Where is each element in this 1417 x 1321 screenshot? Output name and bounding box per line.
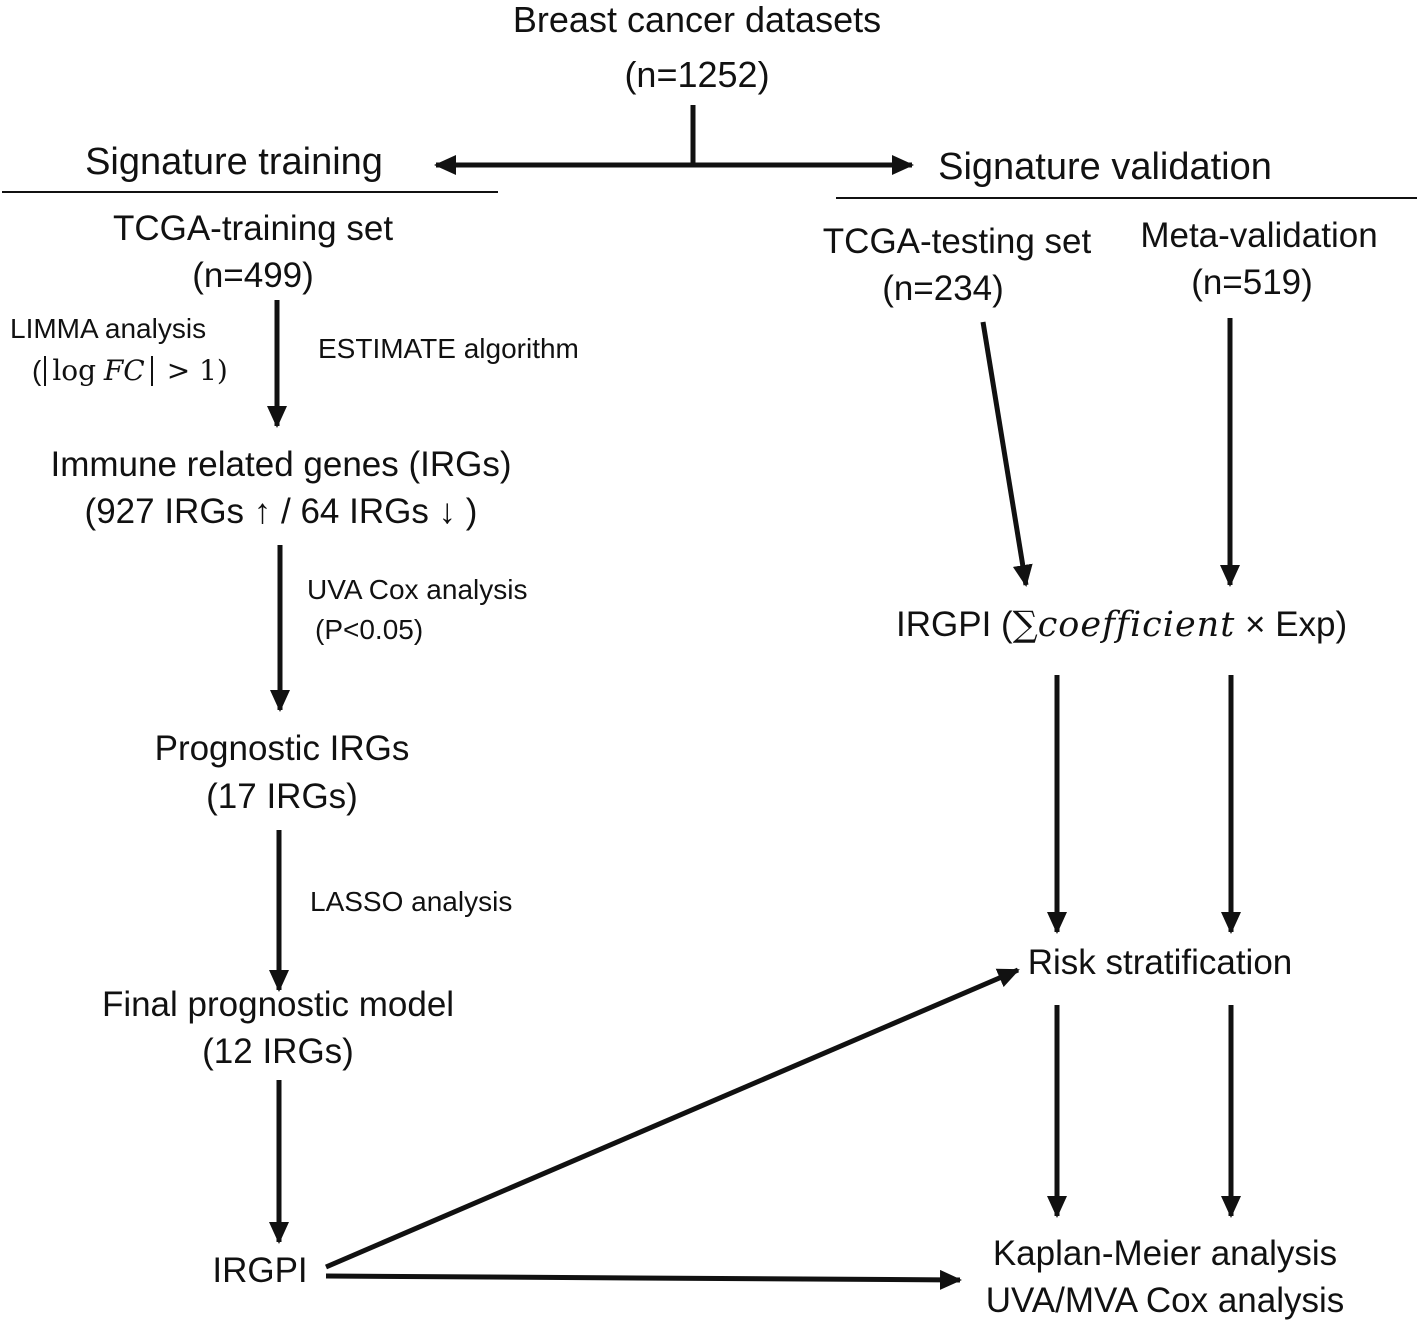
abs-bar-right [150,356,153,386]
testing-set-title: TCGA-testing set [822,222,1092,261]
meta-validation-count: (n=519) [1191,263,1313,302]
uva-label: UVA Cox analysis [307,574,528,605]
irgs-title: Immune related genes (IRGs) [50,445,512,484]
coefficient-term: coefficient [1037,605,1236,645]
lasso-label: LASSO analysis [310,886,513,917]
meta-validation-title: Meta-validation [1140,216,1378,255]
training-set-title: TCGA-training set [112,209,394,248]
limma-open-paren: ( [32,355,42,386]
sum-symbol: ∑ [1012,605,1038,645]
irgs-counts: (927 IRGs ↑ / 64 IRGs ↓ ) [84,492,478,531]
km-analysis: Kaplan-Meier analysis [992,1234,1338,1273]
arrow-irgpi-to-risk [325,967,1020,1270]
cox-analysis: UVA/MVA Cox analysis [985,1281,1345,1320]
training-set-count: (n=499) [192,256,314,295]
log-symbol: log [52,354,97,387]
risk-stratification: Risk stratification [1027,943,1293,982]
final-model-title: Final prognostic model [101,985,455,1024]
limma-threshold: > 1) [166,354,228,387]
root-count: (n=1252) [624,54,770,95]
prognostic-title: Prognostic IRGs [154,729,410,768]
irgpi-node: IRGPI [212,1251,308,1290]
limma-criterion: ( log FC > 1) [32,356,228,386]
arrow-testing-to-formula [980,321,1033,587]
formula-suffix: Exp) [1265,605,1348,644]
estimate-label: ESTIMATE algorithm [318,333,579,364]
times-symbol: × [1245,605,1266,644]
abs-bar-left [44,356,47,386]
uva-criterion: (P<0.05) [315,614,424,645]
limma-label: LIMMA analysis [10,313,207,344]
fc-symbol: FC [103,354,145,387]
final-model-count: (12 IRGs) [202,1032,354,1071]
irgpi-formula: IRGPI (∑coefficient × Exp) [896,607,1347,643]
root-title: Breast cancer datasets [512,0,882,40]
arrow-irgpi-to-km [325,1269,962,1290]
testing-set-count: (n=234) [882,269,1004,308]
training-heading: Signature training [85,141,383,183]
formula-prefix: IRGPI ( [896,605,1013,644]
prognostic-count: (17 IRGs) [206,777,358,816]
validation-heading: Signature validation [938,146,1272,188]
